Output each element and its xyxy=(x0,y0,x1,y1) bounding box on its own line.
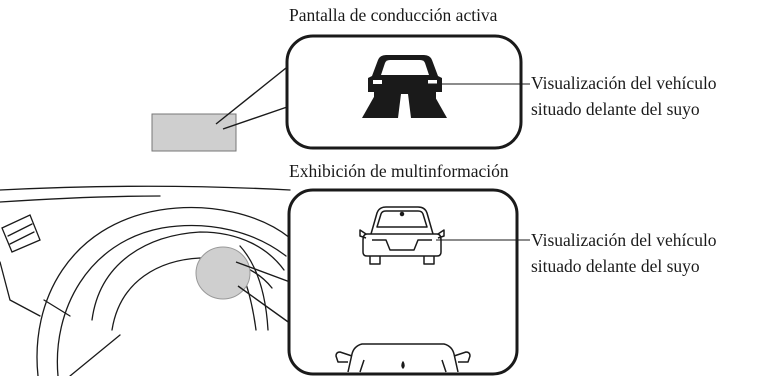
multi-information-display-title: Exhibición de multinformación xyxy=(289,161,509,181)
dashboard-illustration xyxy=(0,185,291,376)
bottom-callout-wedge-lower xyxy=(237,285,292,325)
bottom-callout-wedge-upper xyxy=(235,261,291,283)
front-car-on-road-icon xyxy=(362,55,447,118)
active-driving-display-group xyxy=(151,34,530,152)
active-driving-display-title: Pantalla de conducción activa xyxy=(289,5,498,25)
callout-wedge-line-upper xyxy=(215,59,297,125)
top-callout-line-2: situado delante del suyo xyxy=(531,99,700,119)
multi-information-display-area xyxy=(195,246,251,300)
windshield-display-area xyxy=(151,113,237,152)
callout-wedge-line-lower xyxy=(222,105,291,130)
multi-information-display-panel xyxy=(287,188,519,376)
bottom-callout-line-1: Visualización del vehículo xyxy=(531,230,717,250)
top-callout-line-1: Visualización del vehículo xyxy=(531,73,717,93)
own-car-hood-icon xyxy=(335,343,471,373)
bottom-callout-line-2: situado delante del suyo xyxy=(531,256,700,276)
rear-view-car-outline-icon xyxy=(359,206,445,265)
